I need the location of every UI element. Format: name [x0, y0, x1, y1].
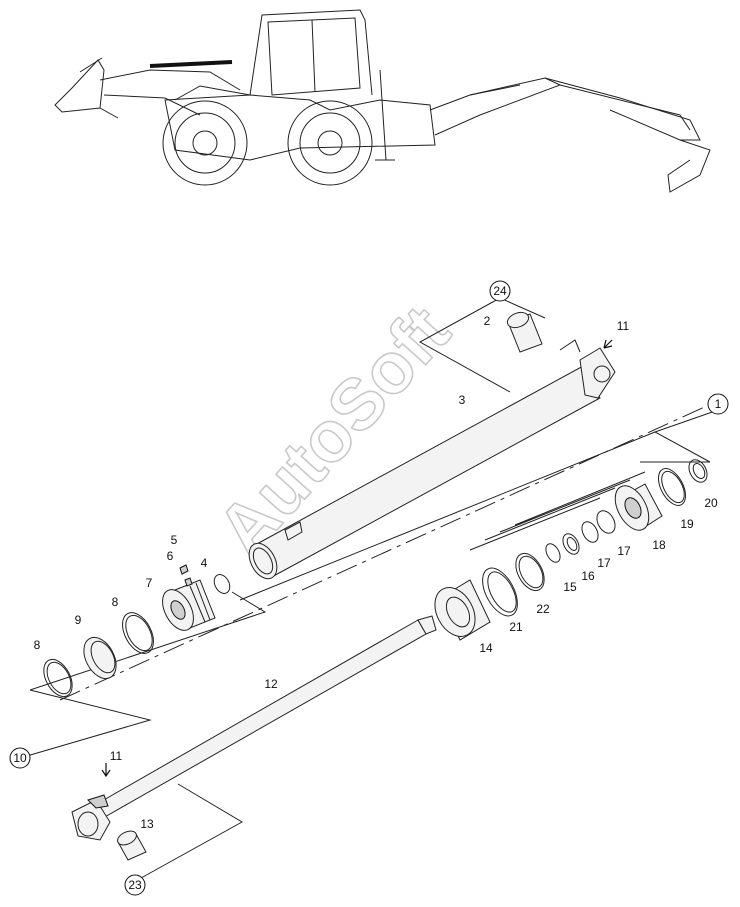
left-piston-group — [43, 564, 231, 698]
gland-14 — [434, 579, 491, 641]
callout-circle — [707, 393, 729, 415]
callout-label: 15 — [563, 580, 577, 594]
callout-circle — [124, 874, 146, 896]
callout-label: 13 — [140, 817, 154, 831]
seal-rings — [482, 510, 616, 617]
callout-label: 7 — [146, 576, 153, 590]
callout-label: 17 — [597, 556, 611, 570]
callout-label: 24 — [493, 284, 507, 298]
callout-label: 11 — [110, 749, 123, 763]
callout-label: 8 — [34, 638, 41, 652]
callout-label: 6 — [167, 549, 174, 563]
callout-label: 22 — [536, 602, 550, 616]
leader-lines — [19, 297, 721, 884]
bushing-2 — [506, 311, 543, 353]
callout-label: 5 — [171, 533, 178, 547]
callout-label: 18 — [652, 538, 666, 552]
callout-circle — [489, 280, 511, 302]
piston-18 — [614, 483, 663, 531]
callout-label: 20 — [704, 496, 718, 510]
cylinder-tube — [248, 339, 616, 580]
arrow-icon-11-bottom — [101, 763, 111, 778]
backhoe-loader-illustration — [54, 9, 711, 193]
callout-label: 11 — [617, 319, 630, 333]
callout-label: 19 — [680, 517, 694, 531]
callout-label: 23 — [128, 878, 142, 892]
piston-rings — [657, 459, 708, 506]
callout-label: 8 — [112, 595, 119, 609]
callout-label: 12 — [264, 677, 278, 691]
arrow-icon-11-top — [603, 339, 613, 349]
callout-label: 14 — [479, 641, 493, 655]
callout-label: 17 — [617, 544, 631, 558]
callout-label: 3 — [459, 393, 466, 407]
callout-label: 16 — [581, 569, 595, 583]
callout-label: 4 — [201, 556, 208, 570]
callout-label: 2 — [484, 314, 491, 328]
bushing-13 — [117, 830, 147, 861]
piston-rod — [71, 615, 437, 841]
callout-label: 1 — [715, 397, 722, 411]
callout-label: 10 — [13, 751, 27, 765]
callout-label: 21 — [509, 620, 523, 634]
highlighted-cylinder — [149, 60, 233, 68]
callout-circle — [9, 747, 31, 769]
callout-label: 9 — [75, 613, 82, 627]
